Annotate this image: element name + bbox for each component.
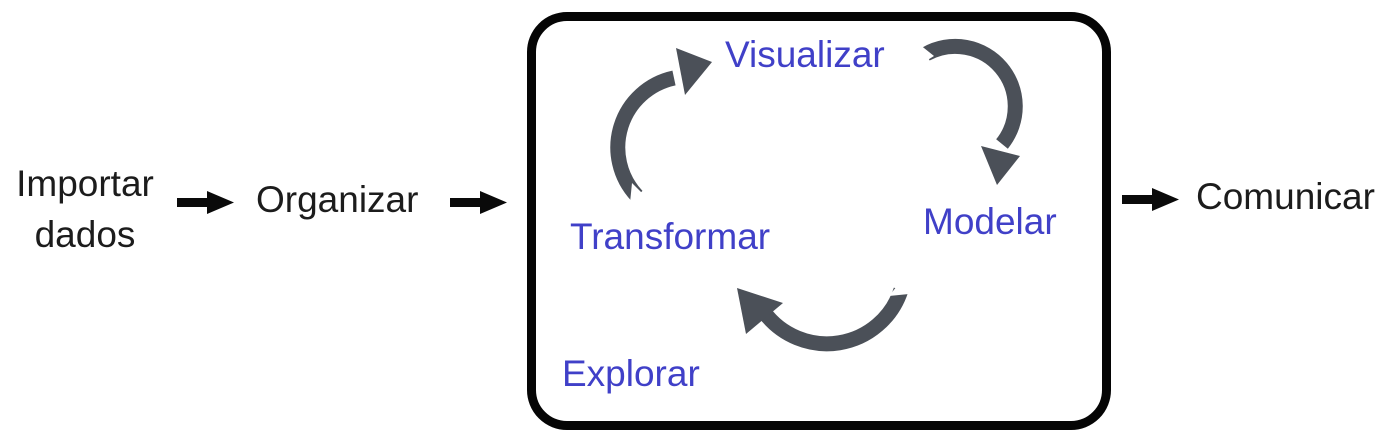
right-arrow-icon (1122, 188, 1179, 211)
right-arrow-icon (177, 191, 234, 214)
transform-label: Transformar (570, 216, 771, 257)
explore-box (527, 12, 1111, 430)
explore-box-label: Explorar (562, 353, 700, 394)
visualize-label: Visualizar (725, 34, 885, 75)
right-arrow-icon (450, 191, 507, 214)
model-label: Modelar (923, 201, 1057, 242)
tidy-label: Organizar (256, 179, 419, 220)
communicate-label: Comunicar (1196, 176, 1375, 217)
import-data-label: Importar dados (16, 163, 154, 255)
